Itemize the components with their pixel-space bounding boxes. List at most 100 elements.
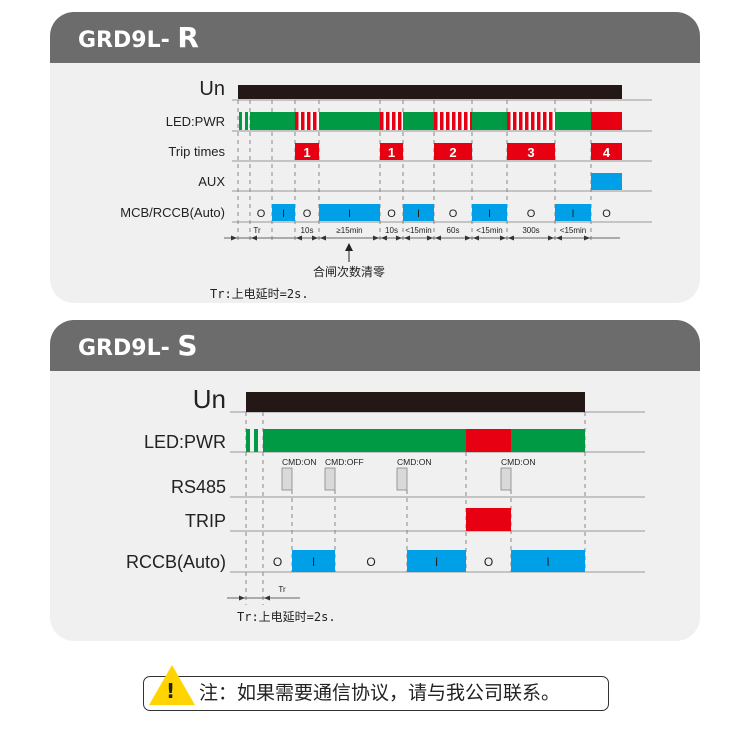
reset-annotation: 合闸次数清零 xyxy=(313,264,385,279)
breaker-closed-block xyxy=(555,204,591,221)
arrow-head xyxy=(427,235,433,241)
led-green-segment xyxy=(403,112,434,130)
arrow-head xyxy=(312,235,318,241)
duration-label: 300s xyxy=(522,226,539,235)
duration-label: 10s xyxy=(385,226,398,235)
led-red-blink xyxy=(537,112,541,130)
led-red-blink xyxy=(386,112,390,130)
trip-count-box xyxy=(295,143,319,160)
breaker-closed-block xyxy=(319,204,380,221)
title-suffix: S xyxy=(177,329,198,362)
led-red-blink xyxy=(452,112,456,130)
trip-count-box xyxy=(434,143,472,160)
breaker-closed-block xyxy=(403,204,434,221)
un-power-bar xyxy=(238,85,622,99)
duration-label: ≥15min xyxy=(336,226,362,235)
trip-block xyxy=(466,508,511,531)
signal-label-rs485: RS485 xyxy=(171,477,226,497)
arrow-head xyxy=(320,235,326,241)
signal-label-aux: AUX xyxy=(198,174,225,189)
led-green-blink xyxy=(239,112,242,130)
duration-label: Tr xyxy=(253,226,261,235)
breaker-state-label: I xyxy=(435,555,438,569)
led-red-blink xyxy=(543,112,547,130)
panel-title: GRD9L- R xyxy=(50,12,700,63)
arrow-head xyxy=(584,235,590,241)
reset-arrow-head xyxy=(345,243,353,251)
breaker-closed-block xyxy=(472,204,507,221)
led-green-segment xyxy=(263,429,466,452)
rs485-command-label: CMD:ON xyxy=(501,457,535,467)
panel-grd9l-s: GRD9L- S xyxy=(50,320,700,641)
aux-on-block xyxy=(591,173,622,190)
arrow-head xyxy=(296,235,302,241)
duration-label: <15min xyxy=(560,226,586,235)
arrow-head xyxy=(473,235,479,241)
trip-count-box xyxy=(380,143,403,160)
breaker-state-label: O xyxy=(303,208,312,220)
duration-label: Tr xyxy=(278,585,286,594)
breaker-closed-block xyxy=(407,550,466,572)
title-suffix: R xyxy=(177,21,199,54)
trip-count-label: 2 xyxy=(449,145,456,160)
title-prefix: GRD9L- xyxy=(78,28,178,53)
led-red-blink xyxy=(440,112,444,130)
led-red-blink xyxy=(531,112,535,130)
led-red-blink xyxy=(519,112,523,130)
breaker-state-label: I xyxy=(417,208,420,220)
breaker-closed-block xyxy=(292,550,335,572)
led-red-blink xyxy=(434,112,438,130)
led-red-blink xyxy=(307,112,311,130)
breaker-state-label: O xyxy=(387,208,396,220)
signal-label-un: Un xyxy=(199,78,225,100)
breaker-state-label: O xyxy=(273,555,282,569)
breaker-state-label: I xyxy=(571,208,574,220)
breaker-state-label: O xyxy=(602,208,611,220)
trip-count-label: 1 xyxy=(303,145,310,160)
footnote-tr-delay: Tr:上电延时=2s. xyxy=(210,287,309,301)
led-red-blink xyxy=(446,112,450,130)
breaker-state-label: I xyxy=(348,208,351,220)
breaker-state-label: O xyxy=(366,555,375,569)
arrow-head xyxy=(465,235,471,241)
duration-label: <15min xyxy=(476,226,502,235)
led-red-blink xyxy=(549,112,553,130)
arrow-head xyxy=(500,235,506,241)
led-red-blink xyxy=(507,112,511,130)
arrow-head xyxy=(508,235,514,241)
signal-label-led-pwr: LED:PWR xyxy=(144,432,226,452)
signal-label-trip-times: Trip times xyxy=(168,144,225,159)
rs485-command-pulse xyxy=(324,467,336,491)
arrow-head xyxy=(435,235,441,241)
title-prefix: GRD9L- xyxy=(78,336,178,361)
duration-label: 60s xyxy=(447,226,460,235)
breaker-state-label: O xyxy=(484,555,493,569)
note-text: 注：如果需要通信协议，请与我公司联系。 xyxy=(199,682,561,704)
trip-count-label: 4 xyxy=(603,145,611,160)
rs485-command-pulse xyxy=(500,467,512,491)
signal-label-rccb-auto-: RCCB(Auto) xyxy=(126,552,226,572)
led-green-segment xyxy=(555,112,591,130)
led-green-segment xyxy=(319,112,380,130)
arrow-head xyxy=(251,235,257,241)
arrow-head xyxy=(264,595,270,601)
warning-symbol: ! xyxy=(166,679,176,703)
duration-label: 10s xyxy=(301,226,314,235)
breaker-state-label: I xyxy=(282,208,285,220)
arrow-head xyxy=(373,235,379,241)
led-green-blink xyxy=(254,429,258,452)
rs485-command-label: CMD:OFF xyxy=(325,457,364,467)
led-red-blink xyxy=(313,112,317,130)
led-red-blink xyxy=(525,112,529,130)
arrow-head xyxy=(231,235,237,241)
trip-count-label: 1 xyxy=(388,145,395,160)
led-green-blink xyxy=(246,429,250,452)
arrow-head xyxy=(239,595,245,601)
breaker-closed-block xyxy=(272,204,295,221)
breaker-state-label: O xyxy=(527,208,536,220)
rs485-command-label: CMD:ON xyxy=(397,457,431,467)
arrow-head xyxy=(404,235,410,241)
led-red-blink xyxy=(295,112,299,130)
arrow-head xyxy=(396,235,402,241)
